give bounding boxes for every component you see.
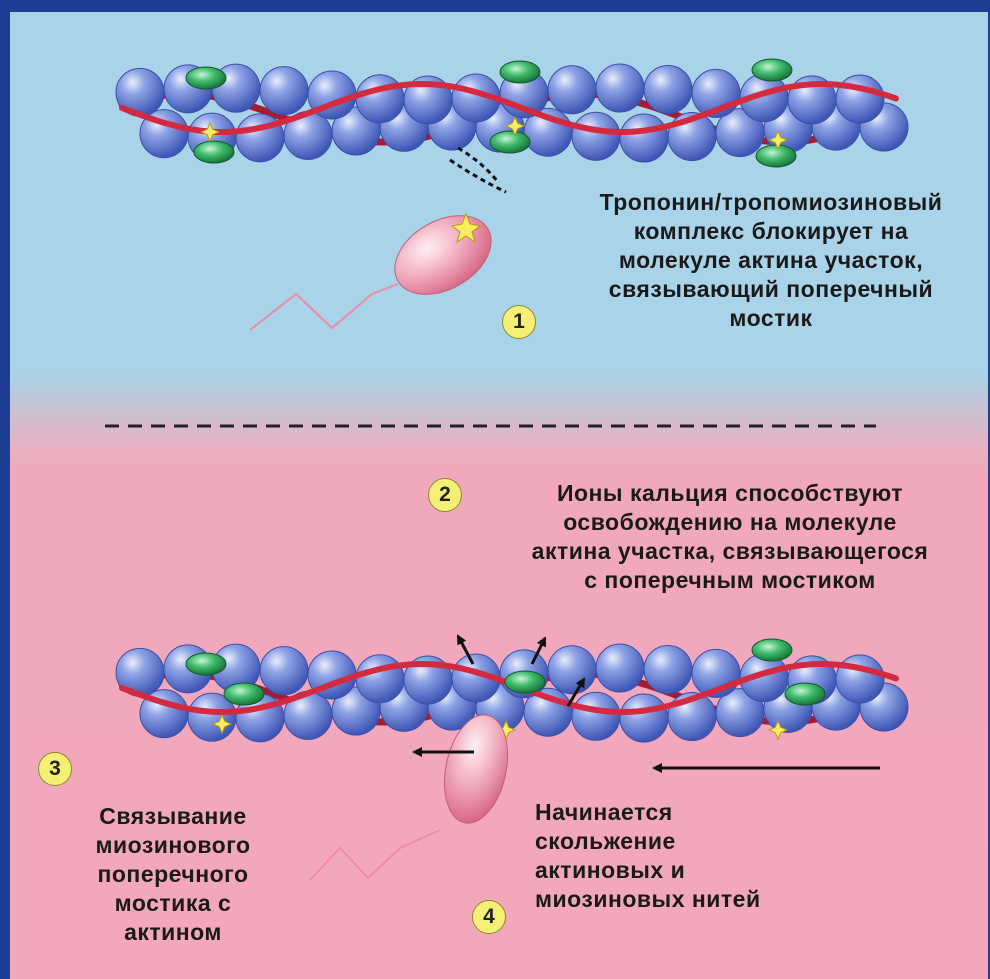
actin-monomer [356, 655, 404, 703]
block-signal-mark [450, 160, 506, 192]
caption-line: актином [68, 918, 278, 947]
step4-caption: Начинается скольжение актиновых и миозин… [535, 798, 835, 914]
diagram-panel: Тропонин/тропомиозиновый комплекс блокир… [10, 12, 988, 979]
myosin-tail-bottom [310, 830, 440, 880]
actin-monomer [836, 75, 884, 123]
troponin-complex [752, 59, 792, 81]
step-badge-2: 2 [428, 478, 462, 512]
actin-filament-top [116, 59, 908, 167]
troponin-complex [186, 67, 226, 89]
troponin-complex [785, 683, 825, 705]
caption-line: связывающий поперечный [566, 275, 976, 304]
step-badge-1: 1 [502, 305, 536, 339]
caption-line: Тропонин/тропомиозиновый [566, 188, 976, 217]
myosin-tail-top [250, 284, 398, 330]
step1-caption: Тропонин/тропомиозиновый комплекс блокир… [566, 188, 976, 333]
actin-monomer [596, 64, 644, 112]
block-signal-mark [458, 148, 498, 182]
troponin-complex [505, 671, 545, 693]
caption-line: комплекс блокирует на [566, 217, 976, 246]
caption-line: Ионы кальция способствуют [490, 479, 970, 508]
caption-line: миозиновых нитей [535, 885, 835, 914]
actin-monomer [620, 694, 668, 742]
actin-monomer [356, 75, 404, 123]
troponin-complex [224, 683, 264, 705]
caption-line: Связывание [68, 802, 278, 831]
step-badge-3: 3 [38, 752, 72, 786]
caption-line: актина участка, связывающегося [490, 537, 970, 566]
actin-monomer [644, 645, 692, 693]
actin-monomer [548, 646, 596, 694]
actin-monomer [836, 655, 884, 703]
troponin-complex [752, 639, 792, 661]
actin-monomer [572, 692, 620, 740]
troponin-complex [756, 145, 796, 167]
step3-caption: Связывание миозинового поперечного мости… [68, 802, 278, 947]
troponin-complex [194, 141, 234, 163]
troponin-complex [186, 653, 226, 675]
caption-line: поперечного [68, 860, 278, 889]
myosin-head-top [381, 200, 505, 311]
actin-filament-bottom [116, 639, 908, 742]
troponin-complex [490, 131, 530, 153]
caption-line: с поперечным мостиком [490, 566, 970, 595]
caption-line: мостик [566, 304, 976, 333]
actin-monomer [620, 114, 668, 162]
actin-monomer [644, 65, 692, 113]
caption-line: молекуле актина участок, [566, 246, 976, 275]
actin-monomer [260, 67, 308, 115]
troponin-complex [500, 61, 540, 83]
caption-line: скольжение [535, 827, 835, 856]
caption-line: Начинается [535, 798, 835, 827]
caption-line: миозинового [68, 831, 278, 860]
caption-line: мостика с [68, 889, 278, 918]
step-badge-4: 4 [472, 900, 506, 934]
actin-monomer [596, 644, 644, 692]
actin-monomer [572, 112, 620, 160]
actin-monomer [260, 647, 308, 695]
step2-caption: Ионы кальция способствуют освобождению н… [490, 479, 970, 595]
caption-line: актиновых и [535, 856, 835, 885]
actin-monomer [548, 66, 596, 114]
caption-line: освобождению на молекуле [490, 508, 970, 537]
